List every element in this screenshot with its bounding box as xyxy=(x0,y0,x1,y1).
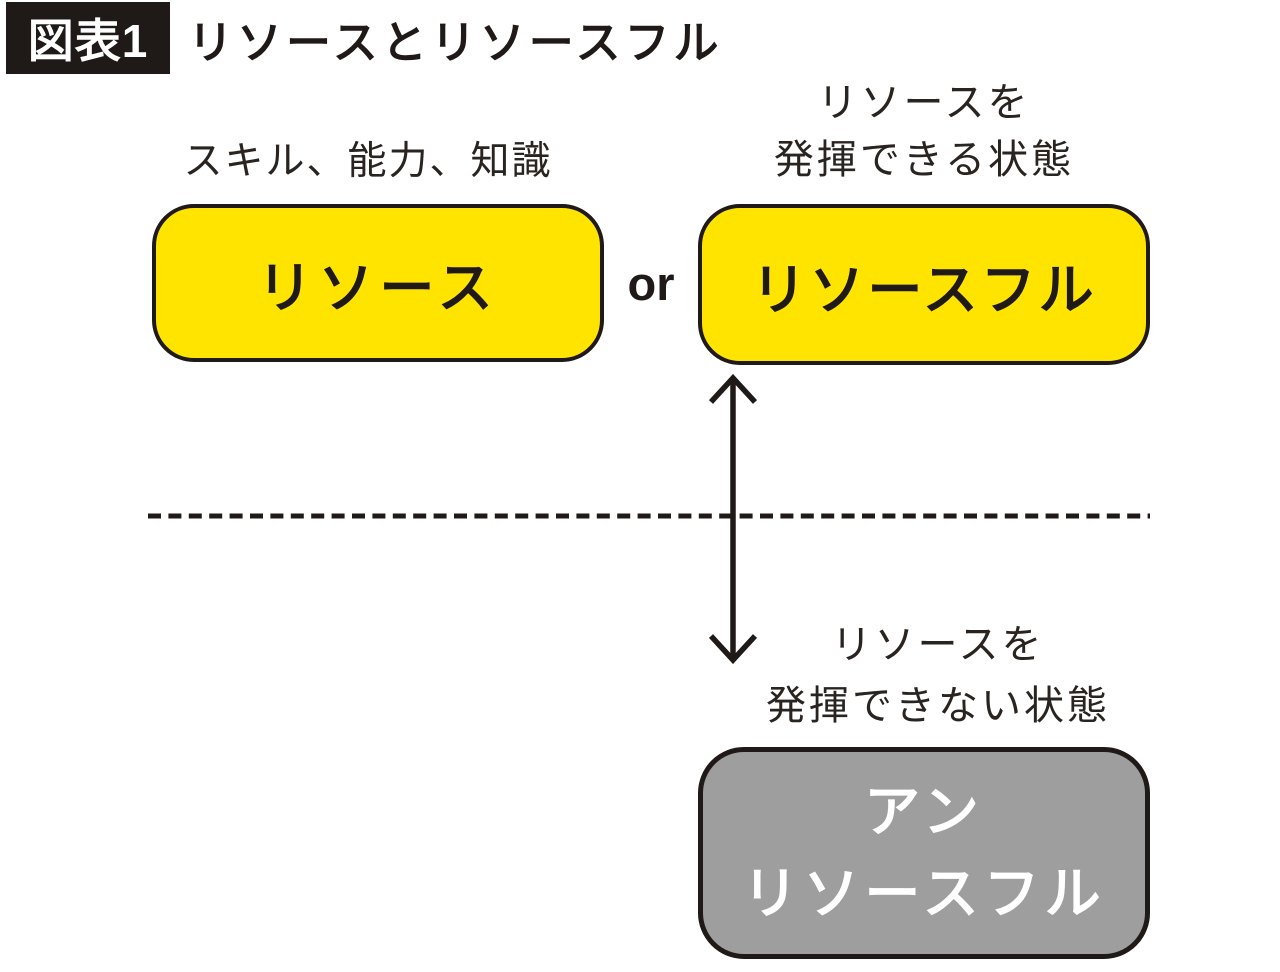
unresourceful-box-line1: アン xyxy=(864,780,984,843)
unresourceful-box-line2: リソースフル xyxy=(742,862,1106,925)
or-label: or xyxy=(627,256,675,310)
resource-caption: スキル、能力、知識 xyxy=(183,140,553,183)
unresourceful-caption-line2: 発揮できない状態 xyxy=(766,683,1110,728)
resourceful-box-label: リソースフル xyxy=(751,258,1097,321)
resource-box-label: リソース xyxy=(257,257,499,319)
resourceful-caption: リソースを 発揮できる状態 xyxy=(698,74,1150,188)
unresourceful-caption-line1: リソースを xyxy=(831,622,1045,667)
double-headed-arrow-icon xyxy=(708,374,758,664)
unresourceful-caption: リソースを 発揮できない状態 xyxy=(712,614,1164,736)
dashed-divider-line xyxy=(148,513,1150,519)
resourceful-box: リソースフル xyxy=(698,204,1150,365)
figure-number-tag: 図表1 xyxy=(6,2,170,74)
resource-box: リソース xyxy=(152,204,604,362)
resourceful-caption-line2: 発揮できる状態 xyxy=(773,137,1075,182)
resourceful-caption-line1: リソースを xyxy=(817,80,1031,125)
figure-title: リソースとリソースフル xyxy=(188,16,723,68)
unresourceful-box: アン リソースフル xyxy=(698,747,1150,959)
